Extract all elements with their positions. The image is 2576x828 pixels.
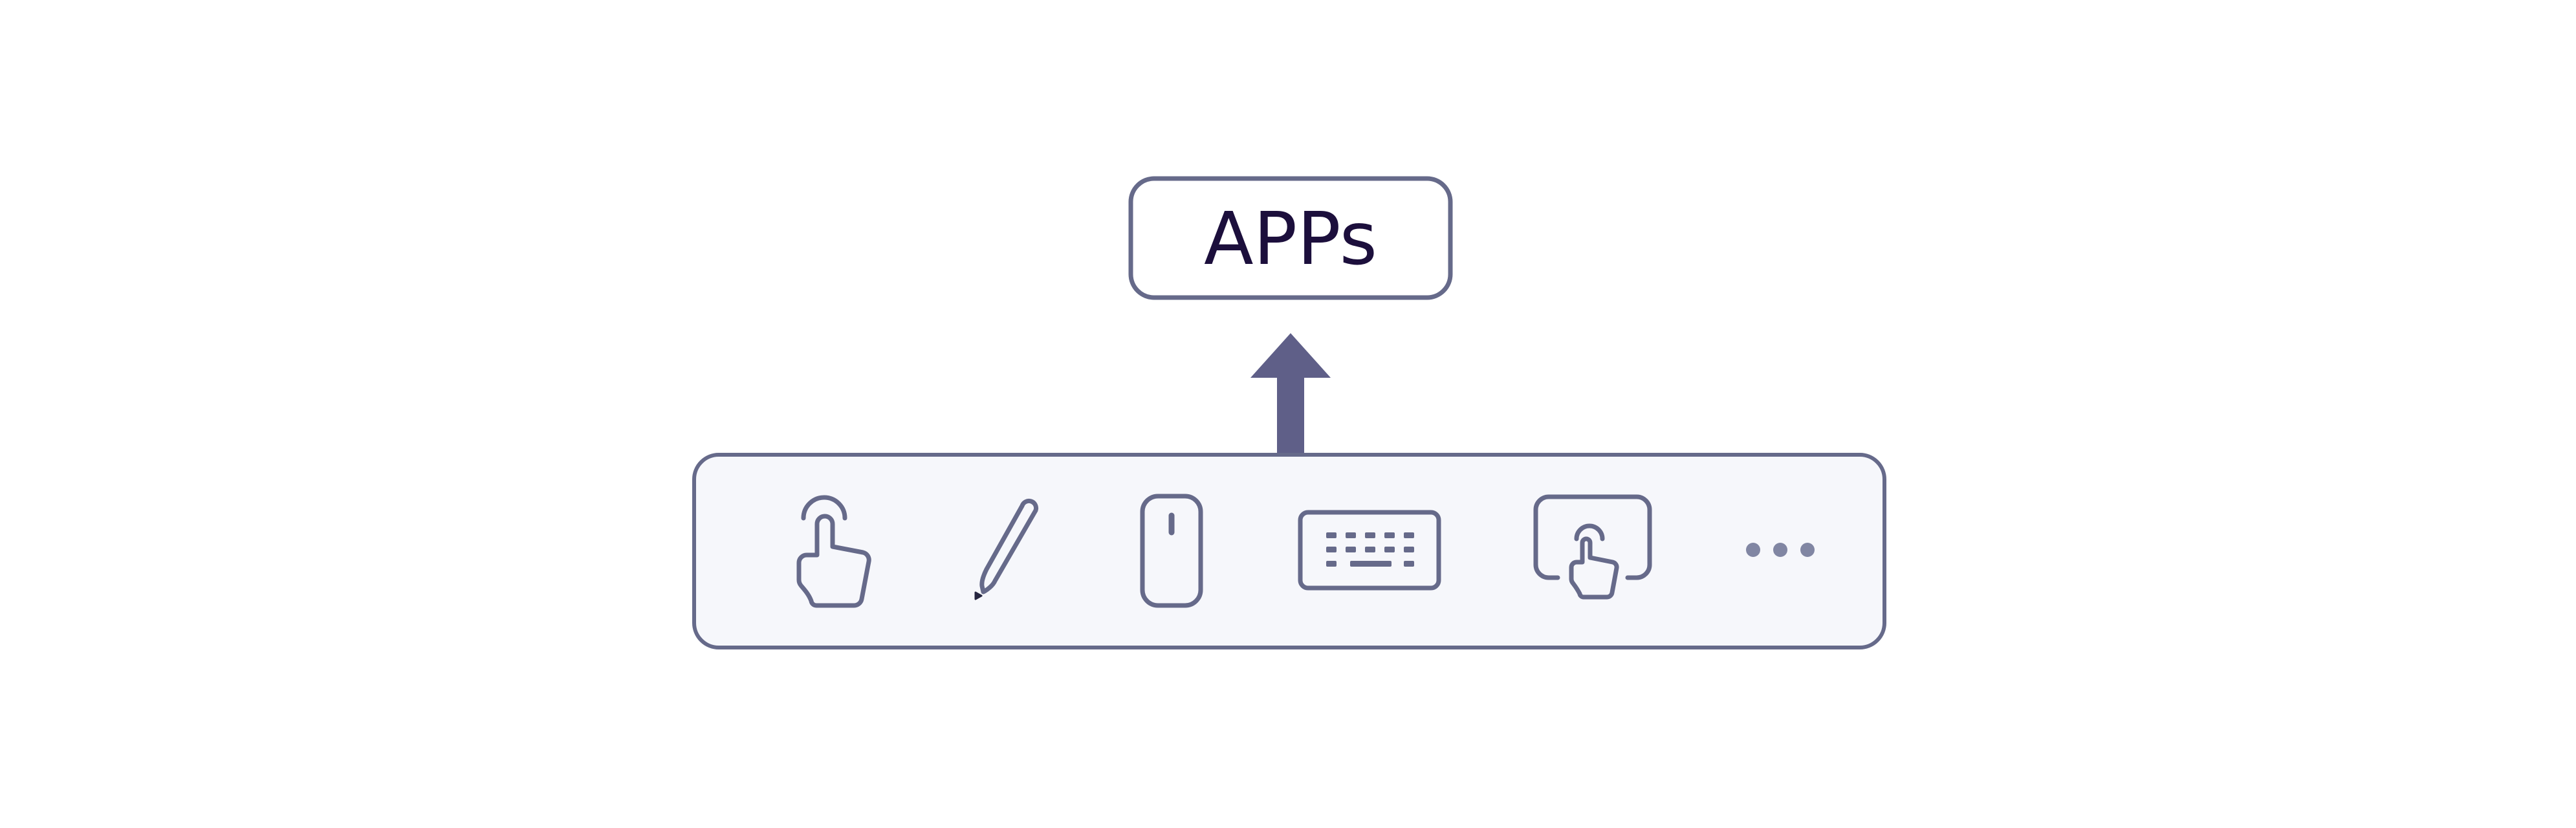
touch-icon	[796, 495, 871, 608]
apps-box: APPs	[1128, 176, 1453, 300]
apps-label: APPs	[1204, 197, 1377, 281]
input-bar	[692, 453, 1886, 649]
input-bar-frame	[692, 453, 1886, 649]
touchpad-icon	[1533, 494, 1652, 600]
mouse-icon	[1140, 494, 1203, 608]
apps-box-frame	[1128, 176, 1453, 300]
up-arrow-shaft	[1277, 376, 1304, 457]
up-arrow	[1250, 333, 1331, 457]
more-dots-icon	[1746, 543, 1815, 557]
pen-icon	[974, 498, 1039, 600]
up-arrow-head	[1250, 333, 1331, 378]
keyboard-icon	[1298, 510, 1441, 591]
